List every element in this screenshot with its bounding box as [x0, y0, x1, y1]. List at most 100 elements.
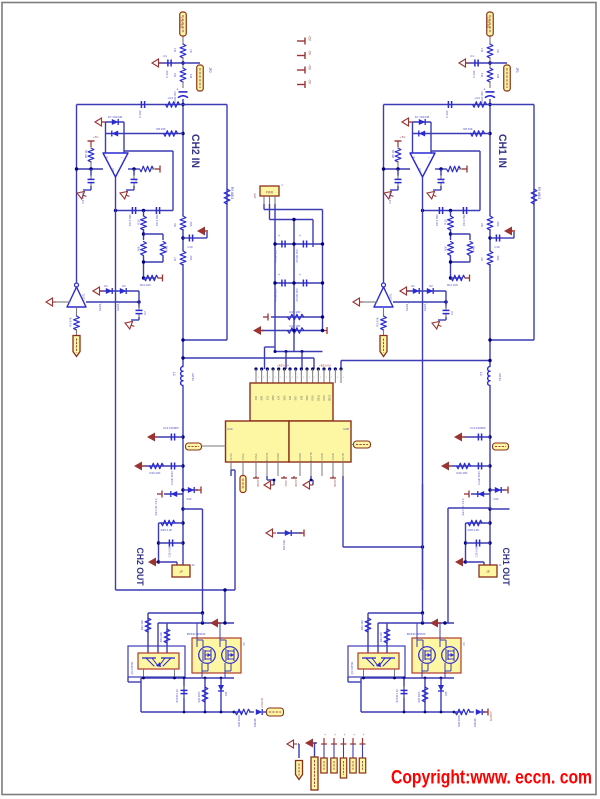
- svg-text:CH1 OUT: CH1 OUT: [500, 548, 511, 586]
- svg-text:1K: 1K: [189, 49, 193, 53]
- svg-text:C1: C1: [163, 54, 167, 58]
- svg-text:U1: U1: [418, 168, 422, 172]
- svg-text:CH2 IN: CH2 IN: [189, 134, 201, 168]
- svg-text:VSSB: VSSB: [320, 453, 324, 460]
- svg-text:R18 2.2K: R18 2.2K: [468, 528, 480, 532]
- svg-text:R5 1K: R5 1K: [391, 150, 395, 158]
- svg-text:D15: D15: [445, 691, 448, 696]
- svg-text:SB1: SB1: [260, 395, 264, 400]
- svg-text:1: 1: [281, 183, 283, 187]
- svg-text:IRF540 IRF9540: IRF540 IRF9540: [407, 633, 426, 636]
- svg-text:PGND: PGND: [298, 453, 302, 461]
- svg-text:20K: 20K: [189, 222, 193, 227]
- svg-text:R3 47K: R3 47K: [376, 317, 380, 326]
- svg-text:1M: 1M: [496, 74, 500, 79]
- svg-text:U5: U5: [243, 642, 246, 646]
- svg-text:IO2: IO2: [265, 395, 269, 400]
- svg-text:JP2: JP2: [208, 67, 212, 73]
- svg-text:D1: D1: [104, 284, 108, 288]
- svg-text:0.1UF 400V: 0.1UF 400V: [170, 471, 174, 485]
- svg-text:CH2IN1: CH2IN1: [179, 17, 183, 29]
- svg-text:NetD1_2: NetD1_2: [116, 300, 120, 311]
- svg-text:R23 22K: R23 22K: [159, 632, 163, 643]
- svg-text:L1: L1: [479, 372, 483, 376]
- svg-text:R1: R1: [480, 48, 484, 52]
- svg-text:JP1: JP1: [515, 67, 519, 73]
- svg-text:1: 1: [297, 377, 299, 379]
- svg-text:TL072: TL072: [82, 293, 86, 301]
- svg-text:0.1UF: 0.1UF: [165, 70, 169, 78]
- svg-text:+: +: [278, 273, 280, 277]
- svg-text:+: +: [413, 156, 415, 160]
- svg-text:R6: R6: [173, 223, 177, 227]
- svg-text:1M: 1M: [189, 74, 193, 79]
- svg-text:+C3: +C3: [167, 96, 173, 100]
- svg-text:SB3: SB3: [271, 395, 275, 400]
- svg-text:IO12: IO12: [322, 395, 326, 401]
- svg-text:C9 4.7NF: C9 4.7NF: [155, 214, 159, 226]
- svg-text:C4 470P: C4 470P: [81, 192, 85, 203]
- svg-text:Copyright:www. eccn. com: Copyright:www. eccn. com: [391, 767, 592, 789]
- svg-text:-9V: -9V: [308, 79, 312, 85]
- svg-text:R16 20K: R16 20K: [150, 471, 161, 475]
- svg-text:R4: R4: [173, 73, 177, 77]
- svg-text:1: 1: [337, 377, 339, 379]
- svg-text:NFB40 0.22: NFB40 0.22: [396, 689, 399, 703]
- svg-text:JP5: JP5: [253, 193, 257, 199]
- svg-text:R22 22K: R22 22K: [360, 620, 364, 631]
- svg-text:U2A: U2A: [227, 427, 233, 431]
- svg-text:1: 1: [292, 377, 294, 379]
- svg-text:C16 0.68: C16 0.68: [475, 546, 479, 557]
- svg-text:IO10: IO10: [311, 395, 315, 401]
- svg-text:+5V: +5V: [400, 135, 405, 139]
- svg-text:R7: R7: [173, 257, 177, 261]
- svg-text:D2: D2: [122, 284, 126, 288]
- svg-text:U2B: U2B: [343, 427, 349, 431]
- svg-text:SB5: SB5: [282, 395, 286, 400]
- svg-text:+: +: [324, 733, 326, 737]
- svg-text:+: +: [278, 234, 280, 238]
- svg-text:+: +: [176, 87, 179, 92]
- svg-text:C9 4.7NF: C9 4.7NF: [462, 214, 466, 226]
- svg-text:PGND: PGND: [276, 453, 280, 461]
- svg-text:OUTB: OUTB: [341, 453, 345, 461]
- svg-text:C2: C2: [143, 311, 147, 315]
- svg-text:-: -: [428, 155, 430, 160]
- svg-text:+: +: [483, 87, 486, 92]
- svg-text:+F9V IN: +F9V IN: [260, 698, 264, 708]
- svg-text:20K: 20K: [496, 256, 500, 261]
- svg-text:D7 1N4148: D7 1N4148: [108, 115, 123, 119]
- svg-text:1: 1: [343, 377, 345, 379]
- svg-text:R28 300K: R28 300K: [457, 715, 461, 727]
- svg-text:20K: 20K: [189, 256, 193, 261]
- svg-text:R3 47K: R3 47K: [69, 317, 73, 326]
- svg-text:R23 22K: R23 22K: [379, 632, 383, 643]
- svg-text:D7 1N4148: D7 1N4148: [415, 115, 430, 119]
- svg-text:1: 1: [303, 377, 305, 379]
- svg-text:-20AV: -20AV: [284, 480, 287, 487]
- svg-text:46K3: 46K3: [472, 245, 476, 252]
- svg-text:+: +: [344, 733, 346, 737]
- svg-text:PWR: PWR: [266, 191, 274, 195]
- svg-text:VSSA: VSSA: [241, 453, 245, 460]
- svg-text:+: +: [334, 733, 336, 737]
- svg-text:AGND: AGND: [333, 479, 336, 486]
- svg-text:Q1 D45H11: Q1 D45H11: [131, 661, 134, 675]
- svg-text:0.1UF: 0.1UF: [445, 110, 449, 118]
- svg-text:J2: J2: [192, 563, 195, 567]
- svg-text:1: 1: [326, 377, 328, 379]
- svg-text:+: +: [106, 156, 108, 160]
- svg-text:L1: L1: [172, 372, 176, 376]
- svg-text:SB7: SB7: [294, 395, 298, 400]
- svg-text:R10: R10: [137, 219, 141, 225]
- svg-text:NFB40 0.22: NFB40 0.22: [176, 689, 179, 703]
- svg-text:1: 1: [331, 377, 333, 379]
- svg-text:R14 10K: R14 10K: [290, 324, 301, 328]
- svg-text:SB11: SB11: [316, 394, 320, 401]
- svg-text:R10: R10: [444, 219, 448, 225]
- svg-text:1K8: 1K8: [444, 246, 448, 251]
- svg-text:470UF 25V: 470UF 25V: [295, 288, 299, 301]
- svg-text:U5: U5: [463, 642, 466, 646]
- svg-text:0.1UF 400V: 0.1UF 400V: [477, 471, 481, 485]
- svg-text:470UF 25V: 470UF 25V: [295, 249, 299, 262]
